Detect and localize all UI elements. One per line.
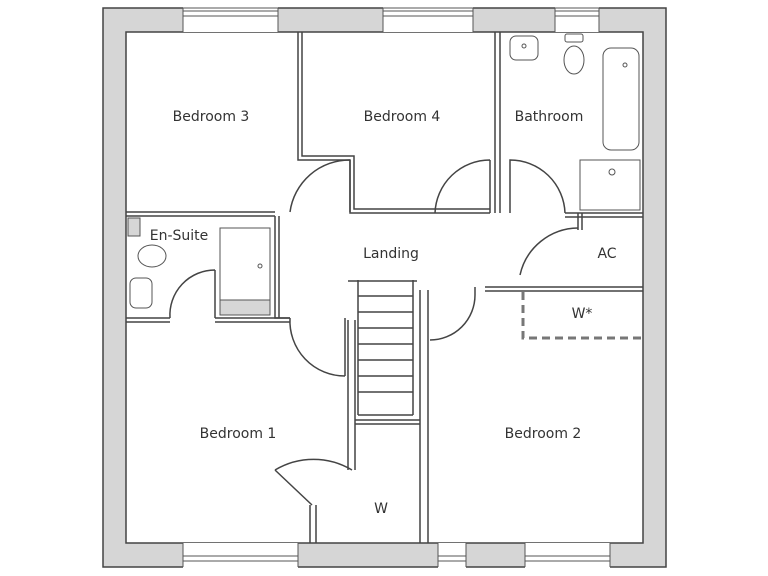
shower-tray-icon: [579, 159, 641, 211]
room-label-bedroom-4: Bedroom 4: [364, 109, 441, 125]
windows-top: [182, 6, 600, 32]
bathroom-fixtures: [509, 33, 641, 211]
room-label-w: W: [374, 501, 388, 517]
en-suite-fixtures: [127, 217, 271, 316]
toilet-icon: [564, 33, 584, 43]
room-label-bedroom-3: Bedroom 3: [173, 109, 250, 125]
room-label-bedroom-1: Bedroom 1: [200, 426, 277, 442]
windows-bottom: [182, 543, 611, 569]
room-label-landing: Landing: [363, 246, 419, 262]
basin-icon: [509, 35, 539, 61]
basin-icon: [129, 277, 153, 309]
room-label-bedroom-2: Bedroom 2: [505, 426, 582, 442]
doors: [169, 159, 579, 506]
shower-tray-icon: [219, 227, 271, 304]
bath-icon: [602, 47, 640, 151]
stairs: [348, 280, 417, 416]
room-label-w-star: W*: [572, 306, 593, 322]
room-label-bathroom: Bathroom: [515, 109, 584, 125]
room-label-en-suite: En-Suite: [150, 228, 209, 244]
wardrobe-outline: [521, 292, 643, 340]
room-label-ac: AC: [597, 246, 616, 262]
toilet-icon: [137, 244, 167, 268]
